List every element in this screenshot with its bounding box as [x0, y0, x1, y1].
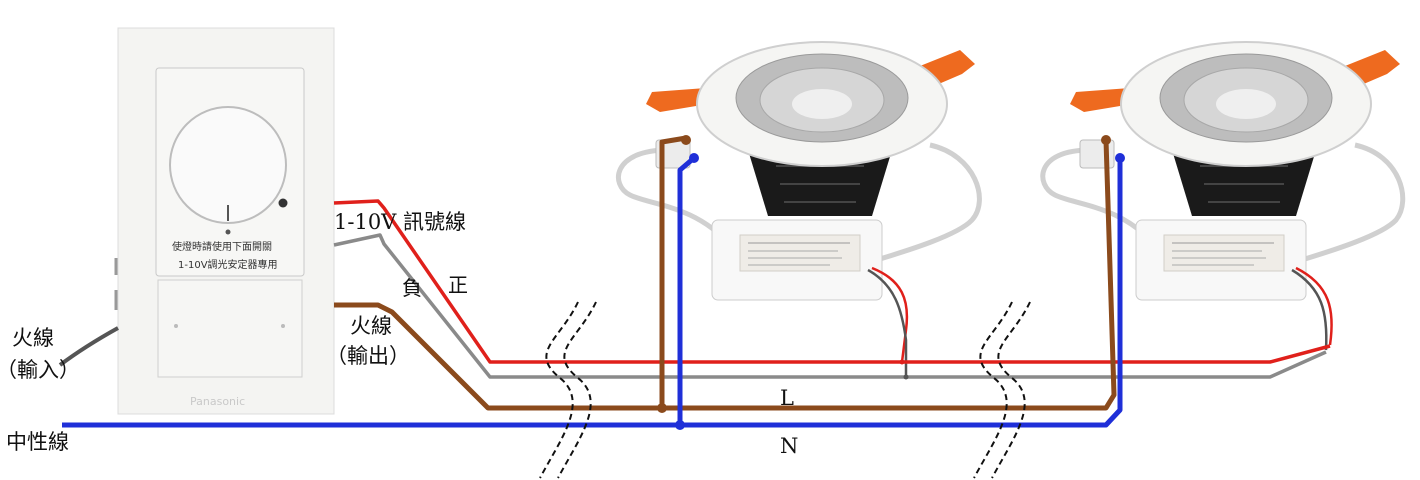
led-lens — [792, 89, 852, 119]
neutral-wire-n — [62, 158, 1123, 428]
line-l-label: L — [780, 386, 794, 410]
live-output-sublabel: （輸出） — [326, 344, 410, 368]
driver-negative-wire — [867, 268, 908, 378]
switch-screw-right — [281, 324, 285, 328]
driver-cable — [869, 142, 982, 265]
neutral-terminal-dot — [1115, 153, 1125, 163]
signal-negative-wire — [333, 233, 1327, 379]
live-terminal-dot — [1101, 135, 1111, 145]
dimmer-panel-text-2: 1-10V調光安定器專用 — [178, 260, 278, 271]
led-downlight-2 — [1040, 41, 1406, 351]
dimmer-knob[interactable] — [169, 106, 287, 224]
driver-label — [739, 234, 861, 272]
dimmer-switch-button[interactable] — [157, 279, 303, 378]
led-lens — [1216, 89, 1276, 119]
signal-positive-junction — [899, 359, 905, 365]
live-junction-dot — [657, 403, 667, 413]
driver-cable — [1294, 142, 1406, 265]
live-input-label: 火線 — [12, 326, 54, 350]
led-downlight-1 — [615, 41, 982, 378]
spring-clip — [646, 88, 708, 112]
signal-wire-label: 1-10V 訊號線 — [334, 210, 467, 234]
brand-logo: Panasonic — [190, 395, 246, 408]
signal-negative-junction — [903, 374, 909, 380]
dimmer-panel-text-1: 使燈時請使用下面開關 — [172, 242, 272, 253]
wire-break-mark-2 — [973, 301, 1031, 479]
dimmer-switch — [114, 27, 335, 415]
live-branch-lamp-1 — [659, 135, 687, 408]
driver-label — [1163, 234, 1285, 272]
live-output-label: 火線 — [350, 314, 392, 338]
neutral-junction-dot — [675, 420, 685, 430]
signal-positive-wire — [333, 199, 1331, 364]
positive-label: 正 — [448, 273, 468, 297]
live-output-wire-l — [334, 139, 1117, 411]
dimmer-led-dot — [278, 198, 288, 208]
live-terminal-dot — [681, 135, 691, 145]
negative-label: 負 — [402, 276, 422, 300]
live-input-wire — [58, 326, 119, 367]
wire-break-mark-1 — [539, 301, 597, 479]
driver-negative-wire — [1291, 268, 1328, 351]
knob-min-dot — [225, 229, 231, 235]
live-input-sublabel: （輸入） — [0, 358, 80, 382]
driver-cable — [615, 147, 732, 247]
driver-positive-wire — [871, 266, 909, 363]
driver-positive-wire — [1295, 266, 1333, 346]
spring-clip — [1070, 88, 1132, 112]
neutral-terminal-dot — [689, 153, 699, 163]
neutral-branch-lamp-1 — [677, 156, 696, 425]
line-n-label: N — [780, 434, 799, 458]
neutral-label: 中性線 — [6, 430, 69, 454]
switch-screw-left — [174, 324, 178, 328]
